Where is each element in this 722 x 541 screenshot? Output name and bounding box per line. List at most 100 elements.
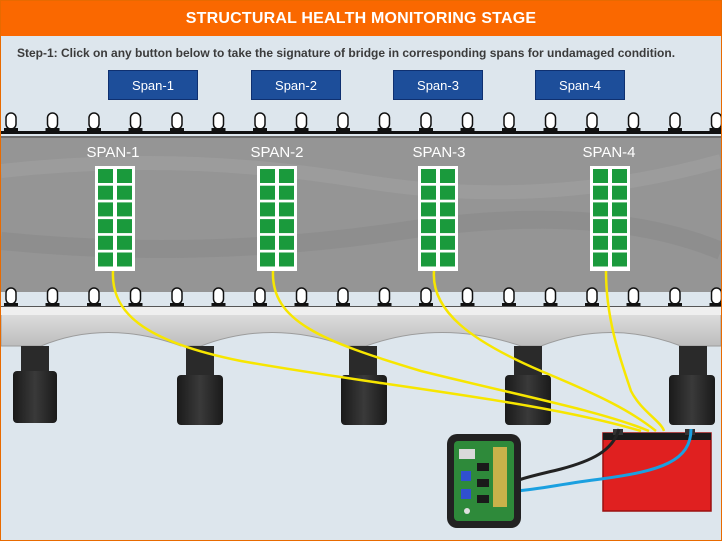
railing-post <box>543 287 558 307</box>
sensor-cell <box>260 169 275 183</box>
sensor-cell <box>98 219 113 234</box>
sensor-cell <box>593 252 608 267</box>
railing-post <box>460 112 475 132</box>
strain-sensor-array-4 <box>590 166 630 271</box>
railing-post <box>377 287 392 307</box>
sensor-cell <box>260 219 275 234</box>
sensor-cell <box>98 202 113 217</box>
railing-post <box>336 287 350 307</box>
railing-post <box>128 112 143 132</box>
sensor-cell <box>440 185 455 200</box>
pier-5 <box>669 346 715 425</box>
sensor-cell <box>593 185 608 200</box>
battery-icon <box>602 429 712 512</box>
instruction-text: Step-1: Click on any button below to tak… <box>17 46 676 60</box>
railing-post <box>87 112 101 132</box>
sensor-wires <box>111 270 666 433</box>
sensor-cell <box>612 202 627 217</box>
sensor-cell <box>260 252 275 267</box>
sensor-cell <box>440 169 455 183</box>
sensor-cell <box>612 169 627 183</box>
sensor-cell <box>117 169 132 183</box>
sensor-cell <box>98 252 113 267</box>
wire-span-3 <box>432 270 657 432</box>
sensor-cell <box>421 235 436 250</box>
sensor-cell <box>260 185 275 200</box>
sensor-cell <box>279 235 294 250</box>
pier-3 <box>341 346 387 425</box>
sensor-cell <box>98 185 113 200</box>
pier-1 <box>13 346 57 423</box>
strain-sensor-array-1 <box>95 166 135 271</box>
sensor-cell <box>421 252 436 267</box>
sensor-cell <box>117 252 132 267</box>
sensor-cell <box>98 169 113 183</box>
railing-post <box>253 287 267 307</box>
sensor-cell <box>612 252 627 267</box>
railing-post <box>170 112 184 132</box>
sensor-cell <box>117 235 132 250</box>
sensor-cell <box>260 202 275 217</box>
railing-post <box>336 112 350 132</box>
sensor-cell <box>612 185 627 200</box>
sensor-cell <box>593 219 608 234</box>
railing-post <box>4 287 18 307</box>
railing-post <box>419 112 433 132</box>
span-1-button[interactable]: Span-1 <box>108 70 198 100</box>
railing-post <box>294 287 309 307</box>
railing-post <box>211 112 226 132</box>
railing-post <box>709 287 721 307</box>
sensor-cell <box>260 235 275 250</box>
sensor-cell <box>593 235 608 250</box>
sensor-cell <box>279 185 294 200</box>
sensor-cell <box>117 202 132 217</box>
railing-post <box>45 287 60 307</box>
sensor-cell <box>421 202 436 217</box>
railing-post <box>626 287 641 307</box>
sensor-cell <box>117 219 132 234</box>
strain-sensor-array-3 <box>418 166 458 271</box>
railing-post <box>709 112 721 132</box>
railing-post <box>502 112 516 132</box>
top-railing <box>1 112 721 134</box>
sensor-cell <box>593 169 608 183</box>
page-title: STRUCTURAL HEALTH MONITORING STAGE <box>1 1 721 36</box>
railing-post <box>543 112 558 132</box>
span-2-button[interactable]: Span-2 <box>251 70 341 100</box>
railing-post <box>668 287 682 307</box>
sensor-cell <box>421 185 436 200</box>
sensor-cell <box>612 219 627 234</box>
railing-post <box>419 287 433 307</box>
railing-post <box>128 287 143 307</box>
sensor-cell <box>440 202 455 217</box>
sensor-cell <box>117 185 132 200</box>
span-4-button[interactable]: Span-4 <box>535 70 625 100</box>
pier-2 <box>177 346 223 425</box>
railing-post <box>460 287 475 307</box>
cable-black <box>515 428 621 483</box>
sensor-cell <box>279 219 294 234</box>
railing-post <box>294 112 309 132</box>
wire-span-2 <box>271 270 650 433</box>
span-3-button[interactable]: Span-3 <box>393 70 483 100</box>
sensor-cell <box>440 252 455 267</box>
railing-post <box>253 112 267 132</box>
railing-post <box>211 287 226 307</box>
sensor-cell <box>279 252 294 267</box>
railing-post <box>626 112 641 132</box>
sensor-cell <box>440 219 455 234</box>
cable-blue <box>515 428 693 493</box>
railing-post <box>585 287 599 307</box>
railing-post <box>4 112 18 132</box>
railing-post <box>502 287 516 307</box>
railing-post <box>87 287 101 307</box>
sensor-cell <box>593 202 608 217</box>
sensor-cell <box>421 219 436 234</box>
railing-post <box>170 287 184 307</box>
sensor-cell <box>612 235 627 250</box>
sensor-cell <box>440 235 455 250</box>
wire-span-4 <box>604 270 666 432</box>
pier-4 <box>505 346 551 425</box>
